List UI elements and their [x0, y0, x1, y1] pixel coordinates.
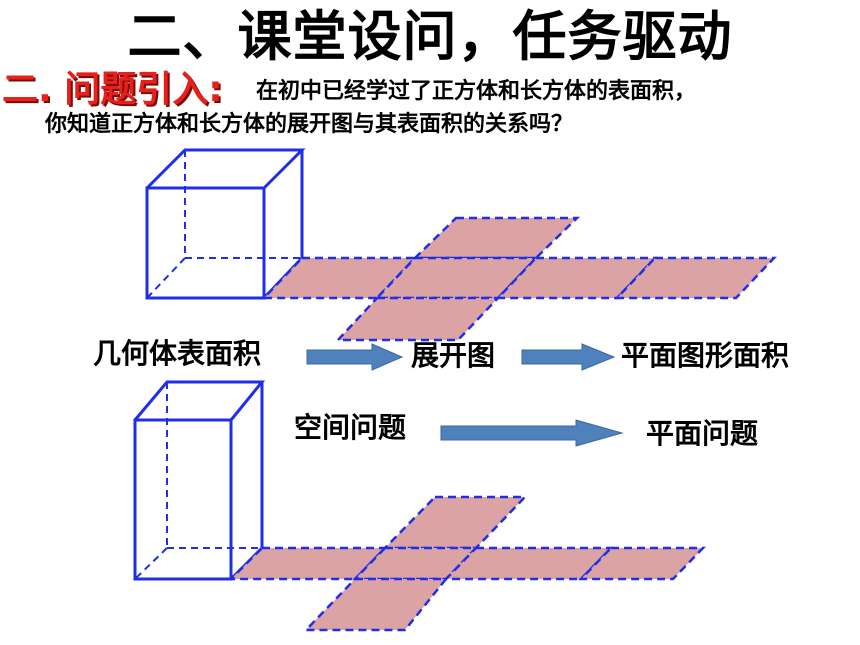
net-face	[303, 577, 449, 632]
cube-figure	[145, 148, 306, 300]
net-face	[614, 256, 777, 300]
net-face	[578, 546, 706, 581]
question-text-line1: 在初中已经学过了正方体和长方体的表面积，	[256, 79, 697, 104]
flow-label-space-problem: 空间问题	[294, 411, 407, 444]
net-face	[335, 296, 501, 342]
flow-label-plane-problem: 平面问题	[646, 417, 759, 450]
flow-label-net: 展开图	[411, 339, 496, 372]
prism-net	[227, 495, 706, 632]
arrows	[306, 343, 624, 447]
right-arrow-icon	[521, 343, 616, 371]
right-arrow-icon	[306, 343, 404, 371]
flow-label-plane-area: 平面图形面积	[621, 339, 790, 372]
net-face	[382, 495, 528, 550]
slide-title: 二、课堂设问，任务驱动	[127, 5, 733, 68]
net-face	[411, 216, 581, 260]
intro-label: 二. 问题引入:	[2, 69, 223, 110]
flow-label-surface-area: 几何体表面积	[93, 337, 262, 370]
right-arrow-icon	[440, 419, 624, 447]
cube-net	[261, 216, 777, 342]
net-face	[261, 256, 418, 300]
prism-figure	[133, 380, 266, 581]
question-text-line2: 你知道正方体和长方体的展开图与其表面积的关系吗？	[45, 112, 574, 137]
net-face	[227, 546, 388, 581]
net-face	[443, 546, 614, 581]
